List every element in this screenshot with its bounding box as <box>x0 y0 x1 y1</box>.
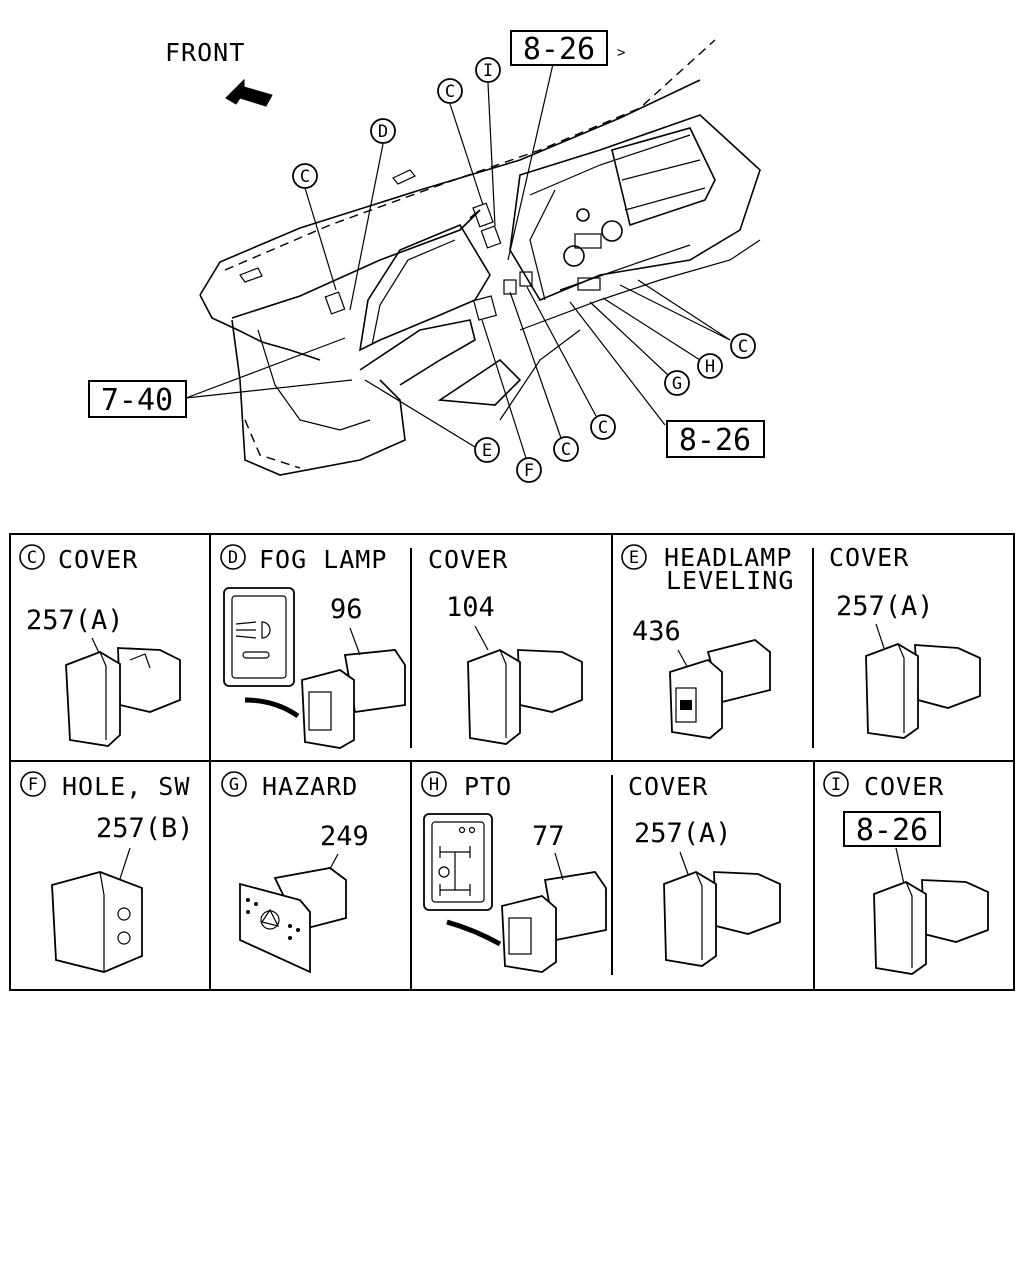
parts-table <box>9 533 1015 991</box>
svg-text:257(B): 257(B) <box>96 813 194 844</box>
svg-text:HEADLAMP: HEADLAMP <box>664 543 792 572</box>
part-cover-257a-2[interactable]: COVER 257(A) <box>628 772 781 967</box>
svg-text:HOLE, SW: HOLE, SW <box>62 772 190 801</box>
svg-text:257(A): 257(A) <box>26 605 124 636</box>
svg-text:C: C <box>561 440 571 460</box>
callout-c: C <box>437 78 463 104</box>
svg-text:H: H <box>429 775 439 795</box>
callout-c: C <box>730 333 756 359</box>
svg-text:7-40: 7-40 <box>101 383 173 418</box>
part-d-fog-lamp[interactable]: D FOG LAMP 96 <box>220 544 406 749</box>
part-e-headlamp-leveling[interactable]: E HEADLAMP LEVELING 436 <box>621 543 794 739</box>
callout-c: C <box>292 163 318 189</box>
front-arrow-icon <box>225 78 273 107</box>
cover-switch-icon <box>921 879 989 943</box>
callout-d: D <box>370 118 396 144</box>
cover-switch-icon <box>713 871 781 935</box>
svg-text:COVER: COVER <box>58 545 138 574</box>
svg-text:G: G <box>229 775 239 795</box>
svg-text:COVER: COVER <box>628 772 708 801</box>
svg-text:C: C <box>300 167 310 187</box>
svg-text:8-26: 8-26 <box>856 813 928 848</box>
svg-text:E: E <box>629 548 639 568</box>
callout-c: C <box>590 414 616 440</box>
svg-text:F: F <box>28 775 38 795</box>
reference-8-26-box <box>843 811 941 847</box>
svg-text:D: D <box>228 548 238 568</box>
svg-text:COVER: COVER <box>864 772 944 801</box>
svg-text:COVER: COVER <box>829 543 909 572</box>
svg-text:FOG LAMP: FOG LAMP <box>259 545 387 574</box>
svg-text:257(A): 257(A) <box>836 591 934 622</box>
svg-text:I: I <box>483 61 493 81</box>
svg-text:HAZARD: HAZARD <box>262 772 358 801</box>
svg-text:PTO: PTO <box>464 772 512 801</box>
reference-7-40[interactable]: 7-40 <box>88 380 187 418</box>
callout-i: I <box>475 57 501 83</box>
svg-text:C: C <box>738 337 748 357</box>
svg-text:E: E <box>482 441 492 461</box>
svg-text:104: 104 <box>446 592 495 623</box>
part-h-pto[interactable]: H PTO 77 <box>421 771 607 973</box>
callout-h: H <box>697 353 723 379</box>
svg-text:LEVELING: LEVELING <box>666 566 794 595</box>
svg-text:>: > <box>617 45 625 61</box>
svg-text:G: G <box>672 374 682 394</box>
svg-text:I: I <box>831 775 841 795</box>
cover-switch-icon <box>117 647 181 713</box>
svg-text:COVER: COVER <box>428 545 508 574</box>
svg-text:436: 436 <box>632 616 681 647</box>
part-cover-104[interactable]: COVER 104 <box>428 545 583 745</box>
cover-switch-icon <box>517 649 583 713</box>
front-label: FRONT <box>165 38 245 67</box>
callout-g: G <box>664 370 690 396</box>
fog-lamp-symbol-icon <box>223 587 295 687</box>
svg-text:8-26: 8-26 <box>679 423 751 458</box>
part-i-cover[interactable]: I COVER 8-26 <box>823 771 989 975</box>
pto-symbol-icon <box>423 813 493 911</box>
reference-8-26-right[interactable]: 8-26 <box>666 420 765 458</box>
svg-text:77: 77 <box>532 821 565 852</box>
callout-e: E <box>474 437 500 463</box>
dashboard-overview: FRONT <box>88 30 765 483</box>
callout-c: C <box>553 436 579 462</box>
svg-text:C: C <box>27 548 37 568</box>
svg-text:257(A): 257(A) <box>634 818 732 849</box>
svg-text:D: D <box>378 122 388 142</box>
svg-text:C: C <box>598 418 608 438</box>
part-c-cover[interactable]: C COVER 257(A) <box>19 544 181 747</box>
callout-f: F <box>516 457 542 483</box>
hole-cover-icon <box>51 871 143 973</box>
svg-text:96: 96 <box>330 594 363 625</box>
part-g-hazard[interactable]: G HAZARD 249 <box>221 771 369 974</box>
svg-text:249: 249 <box>320 821 369 852</box>
svg-text:C: C <box>445 82 455 102</box>
svg-text:8-26: 8-26 <box>523 32 595 67</box>
cover-switch-icon <box>914 644 981 709</box>
svg-text:F: F <box>524 461 534 481</box>
svg-text:H: H <box>705 357 715 377</box>
reference-8-26-top[interactable]: 8-26 > <box>510 30 625 67</box>
part-f-hole-sw[interactable]: F HOLE, SW 257(B) <box>20 771 194 973</box>
part-cover-257a[interactable]: COVER 257(A) <box>829 543 981 739</box>
